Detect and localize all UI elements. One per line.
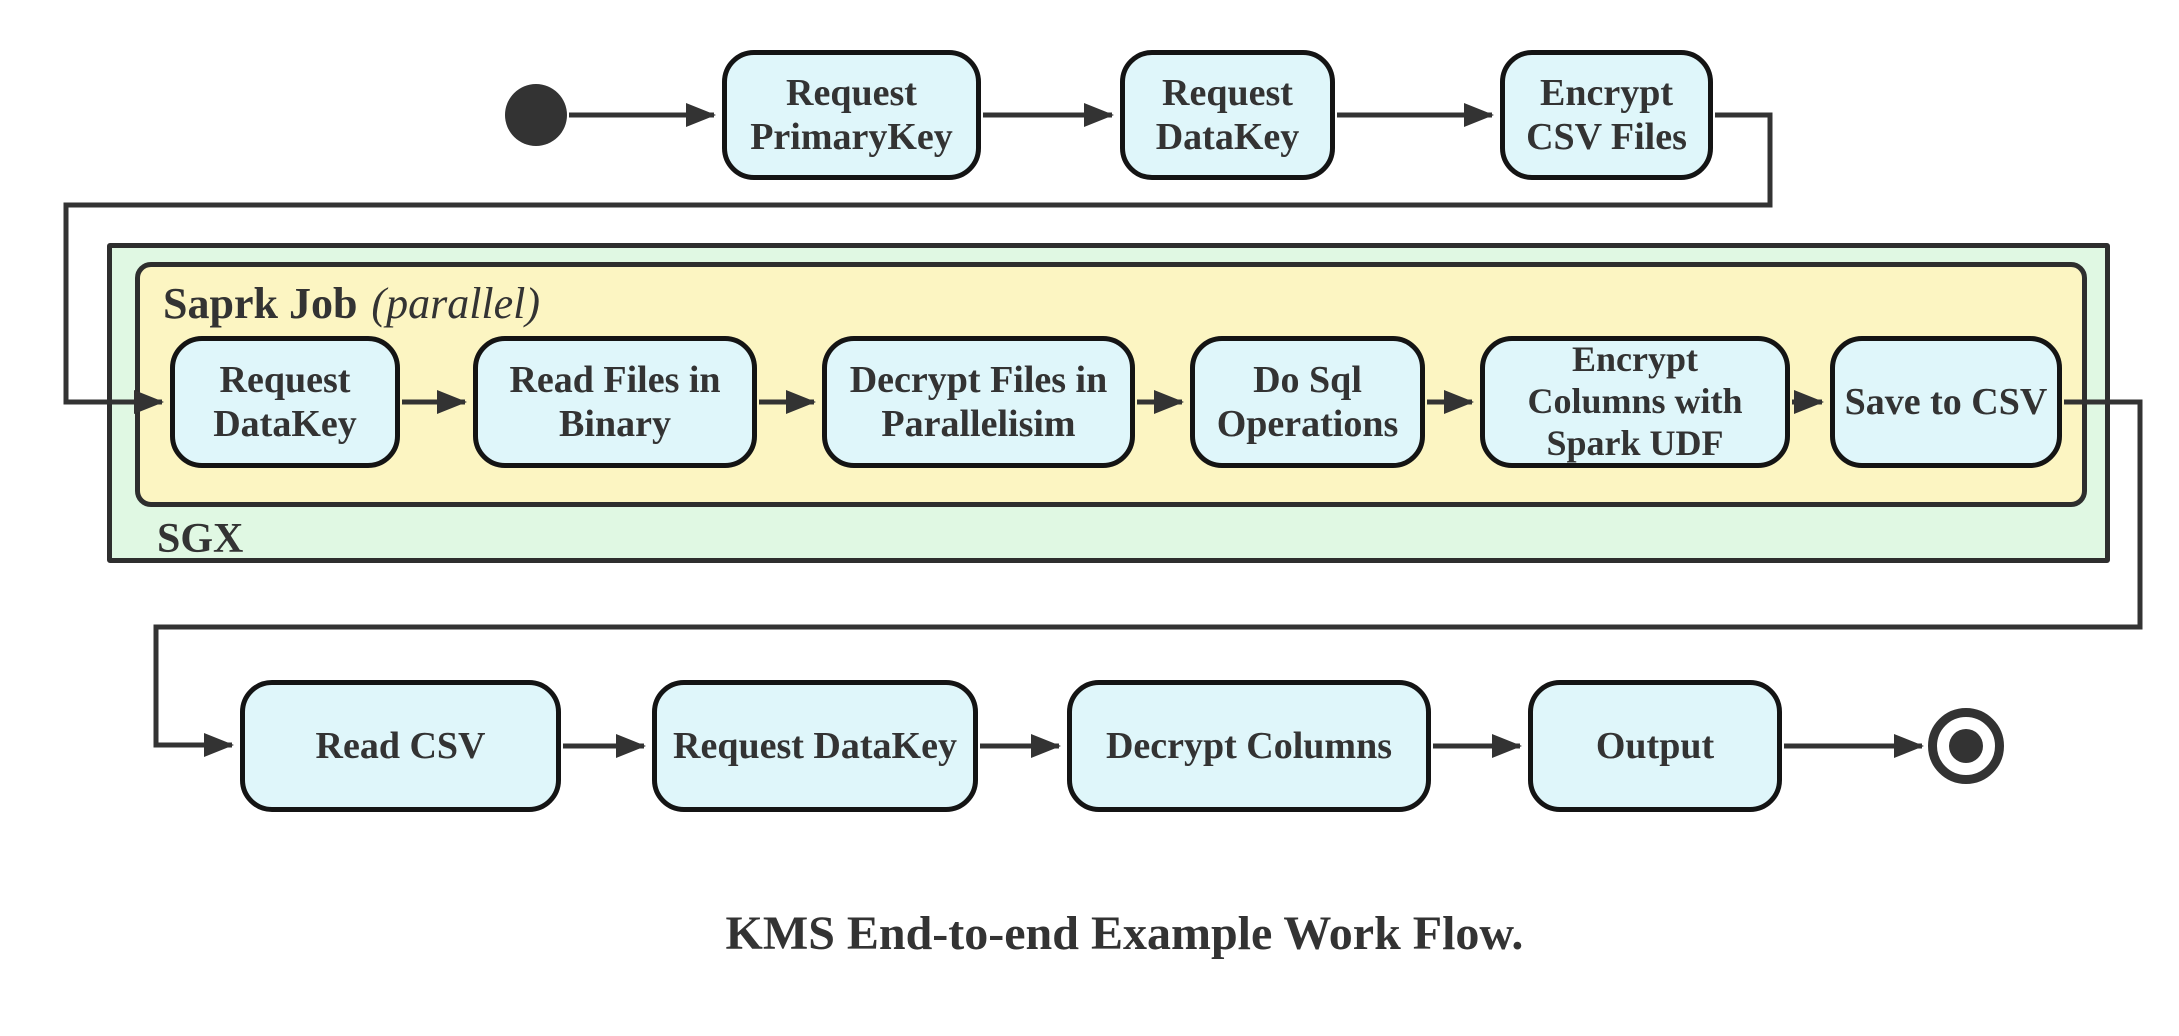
node-label: Columns with	[1527, 381, 1743, 422]
node-read-files-in-binary: Read Files in Binary	[473, 336, 757, 468]
spark-job-group-label: Saprk Job (parallel)	[163, 282, 540, 326]
node-request-datakey-sgx: Request DataKey	[170, 336, 400, 468]
node-label: Read CSV	[315, 724, 486, 767]
diagram-caption: KMS End-to-end Example Work Flow.	[725, 907, 1524, 960]
final-state-inner-dot	[1949, 729, 1983, 763]
node-label: Output	[1595, 724, 1715, 767]
node-label: Encrypt	[1572, 339, 1698, 380]
node-label: Decrypt Columns	[1105, 724, 1393, 767]
spark-job-label-bold: Saprk Job	[163, 279, 358, 328]
node-label: DataKey	[1155, 116, 1300, 158]
node-label: Request	[786, 71, 917, 114]
node-decrypt-columns: Decrypt Columns	[1067, 680, 1431, 812]
node-read-csv: Read CSV	[240, 680, 561, 812]
sgx-group-label: SGX	[157, 516, 244, 562]
spark-job-label-italic: (parallel)	[371, 279, 541, 328]
node-label: DataKey	[213, 403, 357, 445]
node-decrypt-files-in-parallelisim: Decrypt Files in Parallelisim	[822, 336, 1135, 468]
node-label: Read Files in	[509, 358, 721, 401]
node-label: Request	[219, 358, 351, 401]
node-do-sql-operations: Do Sql Operations	[1190, 336, 1425, 468]
node-request-datakey-top: Request DataKey	[1120, 50, 1335, 180]
final-state-ring-icon	[1928, 708, 2004, 784]
node-label: Do Sql	[1253, 358, 1362, 401]
node-label: Operations	[1216, 403, 1399, 445]
node-label: Request DataKey	[673, 724, 957, 767]
node-save-to-csv: Save to CSV	[1830, 336, 2062, 468]
node-label: Request	[1162, 71, 1293, 114]
node-encrypt-columns-with-spark-udf: Encrypt Columns with Spark UDF	[1480, 336, 1790, 468]
node-label: CSV Files	[1526, 116, 1687, 158]
node-label: Encrypt	[1540, 71, 1673, 114]
node-output: Output	[1528, 680, 1782, 812]
initial-state-dot-icon	[505, 84, 567, 146]
node-label: Save to CSV	[1844, 380, 2048, 423]
node-request-primarykey: Request PrimaryKey	[722, 50, 981, 180]
node-request-datakey-bottom: Request DataKey	[652, 680, 978, 812]
node-label: Decrypt Files in	[849, 358, 1108, 401]
node-encrypt-csv-files: Encrypt CSV Files	[1500, 50, 1713, 180]
node-label: Spark UDF	[1546, 422, 1724, 463]
node-label: Parallelisim	[881, 403, 1076, 445]
node-label: Binary	[559, 403, 671, 445]
node-label: PrimaryKey	[750, 116, 953, 158]
